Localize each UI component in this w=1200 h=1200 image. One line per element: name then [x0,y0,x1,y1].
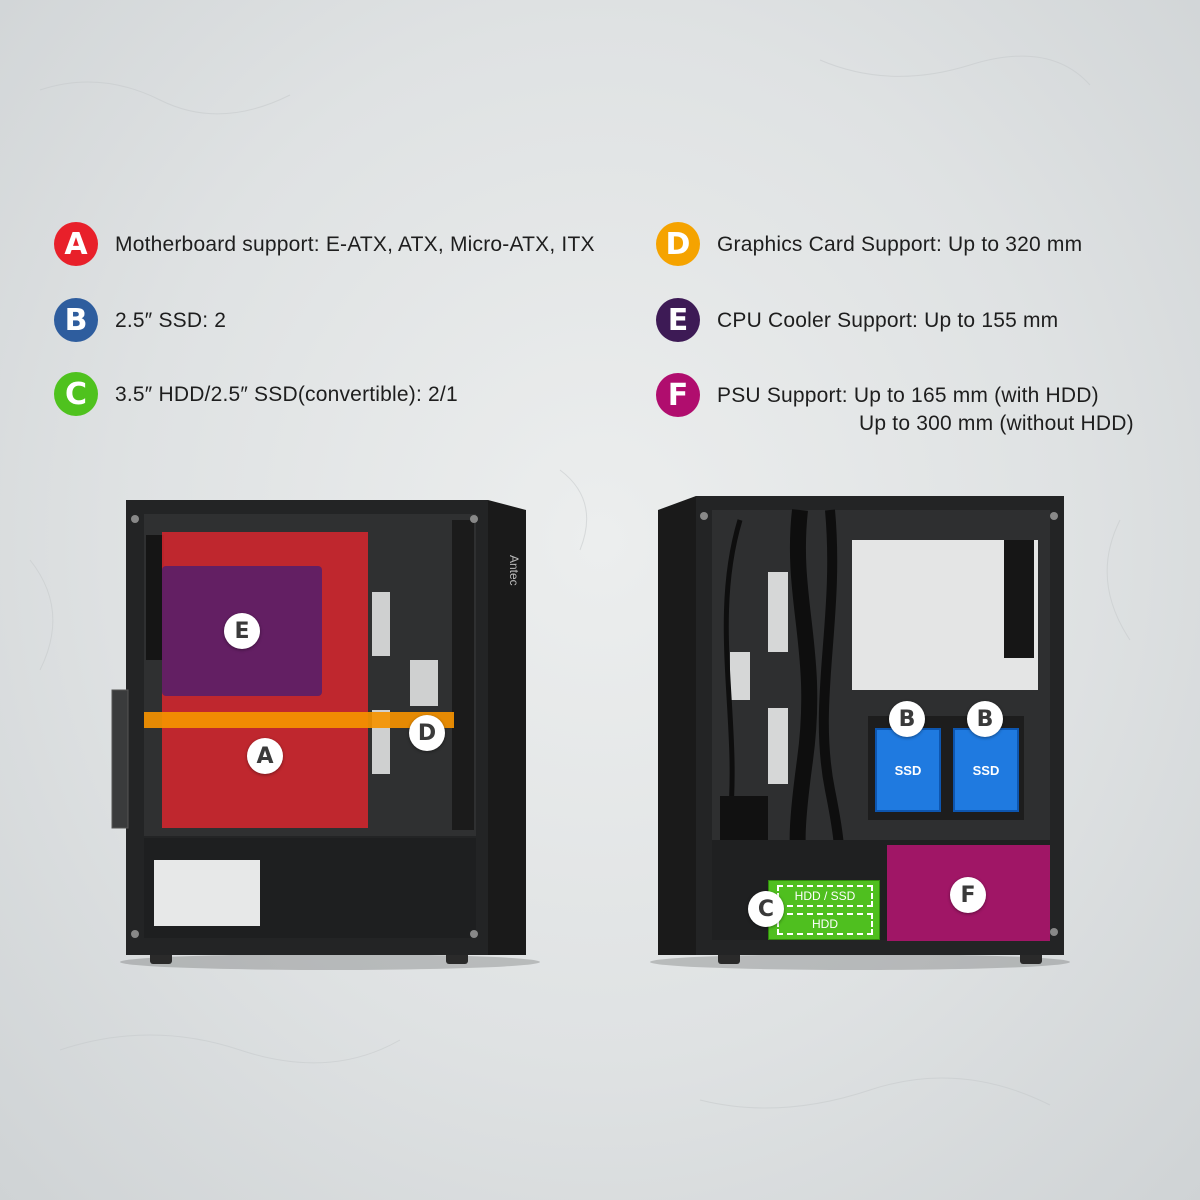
left-label-e: E [224,613,260,649]
badge-a: A [54,222,98,266]
spec-item-ssd: B 2.5″ SSD: 2 [54,298,226,342]
ssd-bay-2: SSD [953,728,1019,812]
spec-text-psu: PSU Support: Up to 165 mm (with HDD) Up … [717,382,1134,438]
zone-gpu [144,712,454,728]
spec-text-cpu-cooler: CPU Cooler Support: Up to 155 mm [717,309,1059,332]
hdd-slot: HDD [777,913,873,935]
spec-text-motherboard: Motherboard support: E-ATX, ATX, Micro-A… [115,233,595,256]
spec-text-gpu: Graphics Card Support: Up to 320 mm [717,233,1083,256]
spec-item-hdd: C 3.5″ HDD/2.5″ SSD(convertible): 2/1 [54,372,458,416]
left-label-a: A [247,738,283,774]
badge-e: E [656,298,700,342]
spec-item-gpu: D Graphics Card Support: Up to 320 mm [656,222,1082,266]
zone-hdd-bay: HDD / SSD HDD [768,880,880,940]
badge-d: D [656,222,700,266]
right-label-f: F [950,877,986,913]
brand-logo: Antec [507,555,521,586]
badge-f: F [656,373,700,417]
spec-item-cpu-cooler: E CPU Cooler Support: Up to 155 mm [656,298,1058,342]
spec-text-psu-line1: PSU Support: Up to 165 mm (with HDD) [717,384,1099,407]
left-label-d: D [409,715,445,751]
spec-item-motherboard: A Motherboard support: E-ATX, ATX, Micro… [54,222,595,266]
badge-b: B [54,298,98,342]
spec-item-psu: F PSU Support: Up to 165 mm (with HDD) U… [656,373,1134,438]
right-label-c: C [748,891,784,927]
right-label-b1: B [889,701,925,737]
spec-text-ssd: 2.5″ SSD: 2 [115,309,227,332]
badge-c: C [54,372,98,416]
spec-text-psu-line2: Up to 300 mm (without HDD) [859,412,1134,435]
spec-text-hdd: 3.5″ HDD/2.5″ SSD(convertible): 2/1 [115,383,458,406]
ssd-bay-1: SSD [875,728,941,812]
right-label-b2: B [967,701,1003,737]
hdd-ssd-slot: HDD / SSD [777,885,873,907]
